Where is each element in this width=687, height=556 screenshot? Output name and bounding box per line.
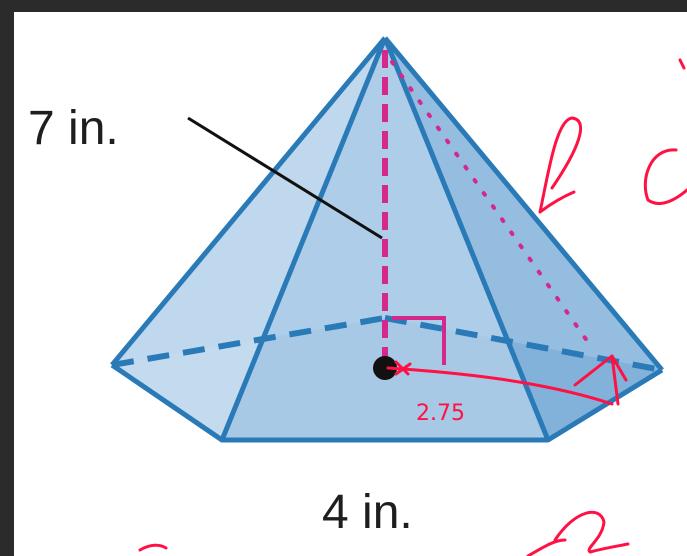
right-angle-marker [392,316,446,365]
base-front-edges [110,362,664,443]
apothem-value-label: 2.75 [416,401,465,426]
squared-exponent-stroke [553,510,630,554]
base-edge-label: 4 in. [322,486,413,539]
height-label: 7 in. [28,102,119,155]
face-back [112,38,662,370]
ink-stroke-bottom-left [138,543,168,552]
ink-mark-top [678,58,686,70]
apothem-arrow-head [394,360,412,376]
apothem-arrow-line [386,366,614,406]
lateral-edge-3 [382,37,551,441]
lateral-edge-1 [110,36,387,367]
height-leader-line [187,116,383,240]
slant-height-dotted-line [390,60,592,347]
hidden-edge-left [111,315,386,368]
visible-edges [110,36,664,443]
face-right [385,38,662,440]
handwritten-annotations [138,58,687,556]
face-left [112,38,385,440]
base-center-point [373,356,397,380]
slant-letter-l-stroke [538,116,583,214]
lateral-edge-4 [383,36,664,372]
right-angle-sketch [573,354,628,406]
lateral-edge-2 [219,37,388,441]
partial-letter-stroke [643,148,687,205]
ink-stroke-bottom [526,538,567,556]
